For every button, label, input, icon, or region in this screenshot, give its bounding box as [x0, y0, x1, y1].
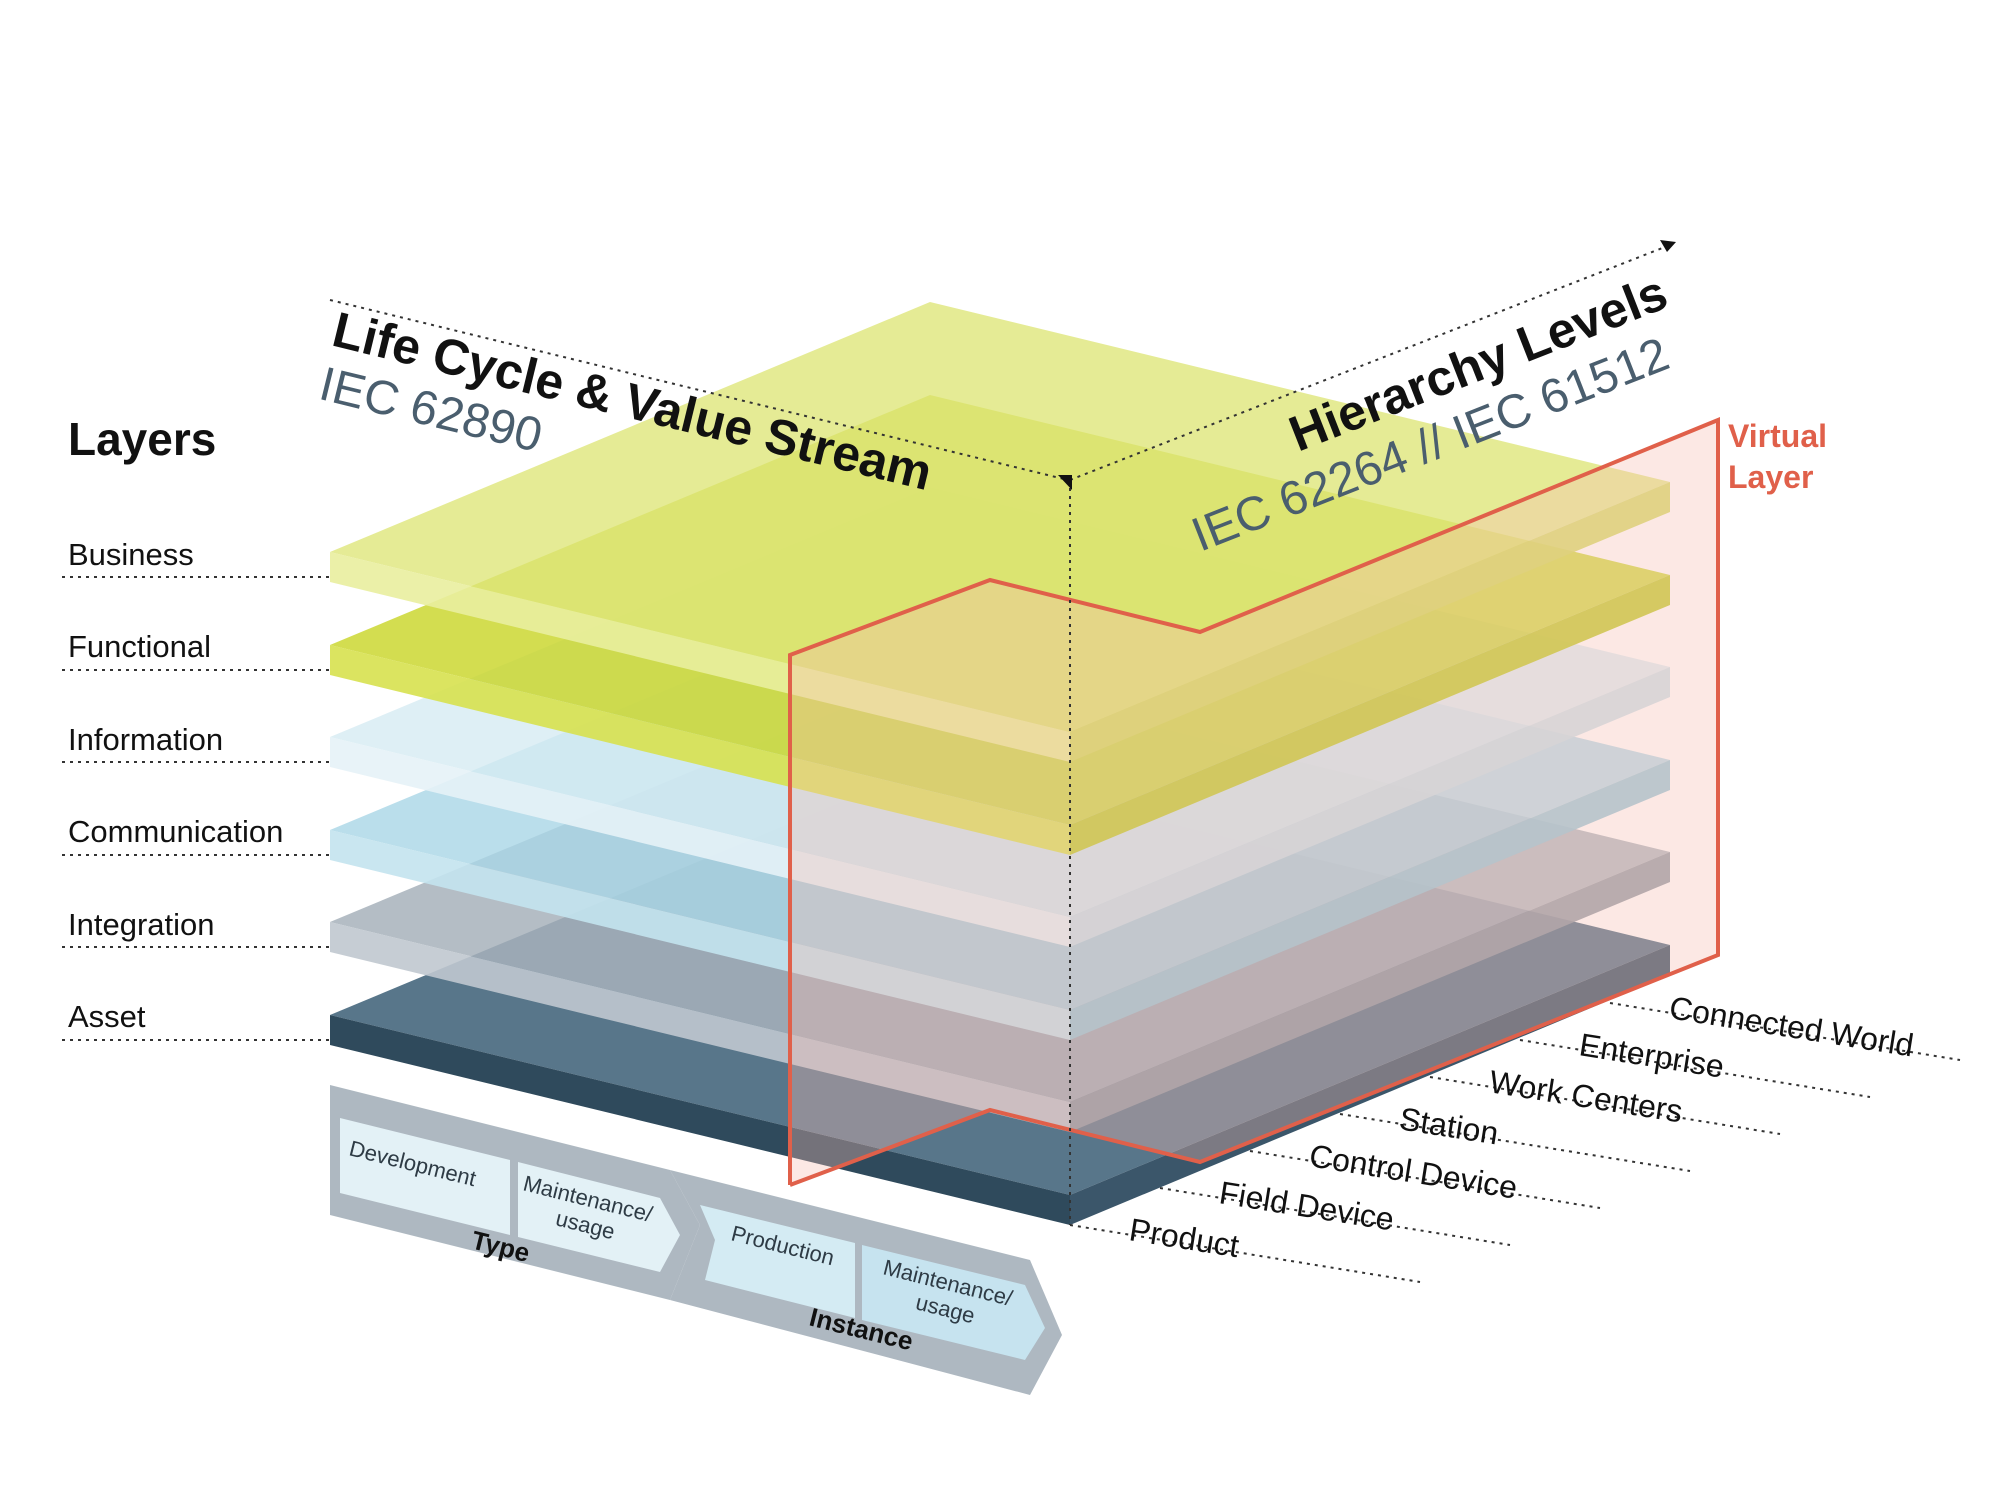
type-segment — [330, 1085, 700, 1300]
layer-slabs — [330, 302, 1670, 1225]
virtual-layer-label-line1: Virtual — [1728, 418, 1827, 454]
layer-label-asset: Asset — [68, 999, 146, 1034]
level-product: Product — [1127, 1211, 1242, 1264]
slab-business — [330, 302, 1670, 762]
level-field-device: Field Device — [1217, 1174, 1397, 1237]
virtual-layer — [788, 417, 1720, 1187]
vertical-axis-arrow-icon — [1058, 475, 1072, 490]
instance-segment — [670, 1170, 1062, 1395]
virtual-layer-label-line2: Layer — [1728, 459, 1813, 495]
level-enterprise: Enterprise — [1577, 1026, 1727, 1084]
life-cycle-bar — [330, 1085, 1062, 1395]
layer-label-business: Business — [68, 537, 194, 572]
guide-lines — [62, 244, 1961, 1283]
hierarchy-arrow-icon — [1660, 240, 1676, 252]
layers-heading: Layers — [68, 413, 216, 465]
layer-label-functional: Functional — [68, 629, 211, 664]
layer-label-integration: Integration — [68, 907, 215, 942]
layer-labels: Business Functional Information Communic… — [68, 537, 283, 1034]
layer-label-information: Information — [68, 722, 223, 757]
layer-label-communication: Communication — [68, 814, 283, 849]
level-station: Station — [1397, 1100, 1501, 1151]
